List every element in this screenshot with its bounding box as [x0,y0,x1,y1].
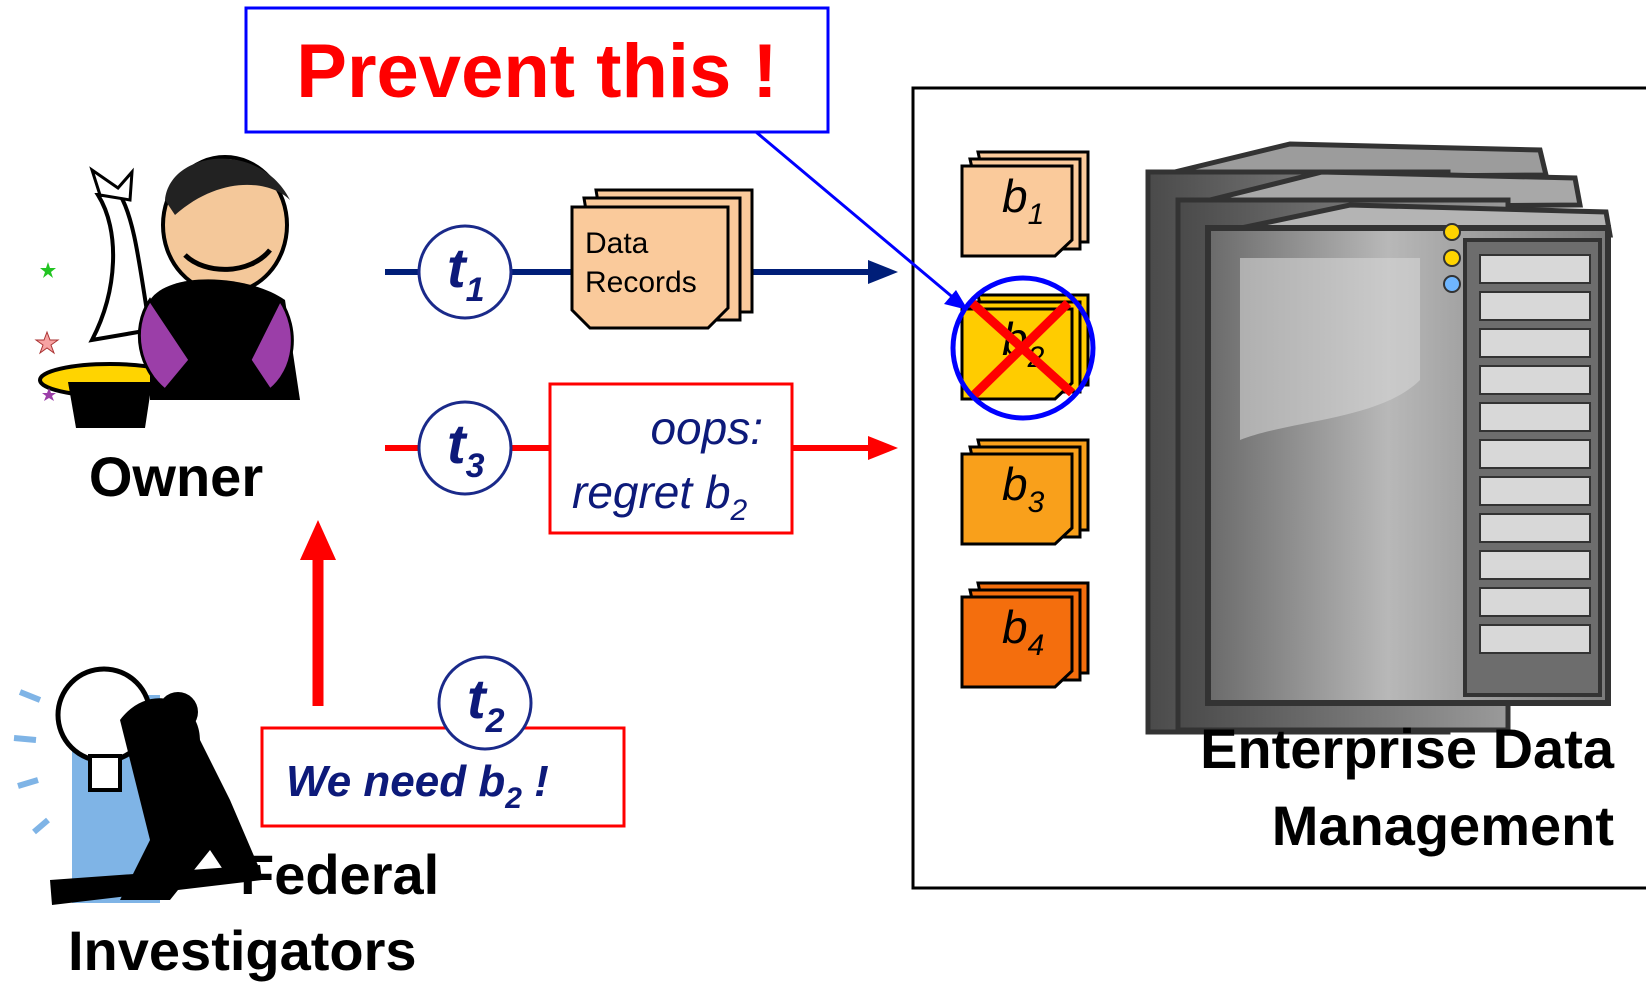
regret-line2: regret b2 [572,466,748,527]
step-t2-badge: t2 [437,655,533,751]
callout-text: Prevent this ! [296,29,777,114]
investigator-lightbulb-icon [13,666,262,905]
delete-cross-icon [968,299,1076,401]
block-b4-label: b4 [1002,601,1044,662]
magician-owner-icon [34,155,300,428]
owner-label: Owner [89,445,263,508]
enterprise-label-line1: Enterprise Data [1200,717,1615,780]
block-b4: b4 [960,581,1090,689]
request-text: We need b2 ! [286,757,549,815]
callout-box [244,6,830,134]
svg-text:t2: t2 [467,667,505,740]
data-records-stack: Data Records [570,188,754,330]
enterprise-label-line2: Management [1272,794,1614,857]
t2-request-arrow [300,520,336,706]
svg-text:t3: t3 [447,412,485,485]
enterprise-frame [911,86,1646,890]
block-b3: b3 [960,438,1090,546]
highlight-circle [950,275,1096,421]
block-b1-label: b1 [1002,170,1044,231]
request-box [260,726,626,828]
regret-line1: oops: [650,402,763,454]
server-rack-icon [1145,141,1613,735]
callout-pointer-arrow [755,130,968,310]
regret-box [548,382,794,535]
investigators-label-line1: Federal [240,843,439,906]
data-records-line1: Data [585,227,649,260]
investigators-label-line2: Investigators [68,919,417,982]
block-b3-label: b3 [1002,458,1045,519]
step-t3-badge: t3 [417,400,513,496]
step-t1-badge: t1 [417,224,513,320]
data-records-line2: Records [585,266,697,299]
svg-text:t1: t1 [447,236,485,309]
block-b1: b1 [960,150,1090,258]
